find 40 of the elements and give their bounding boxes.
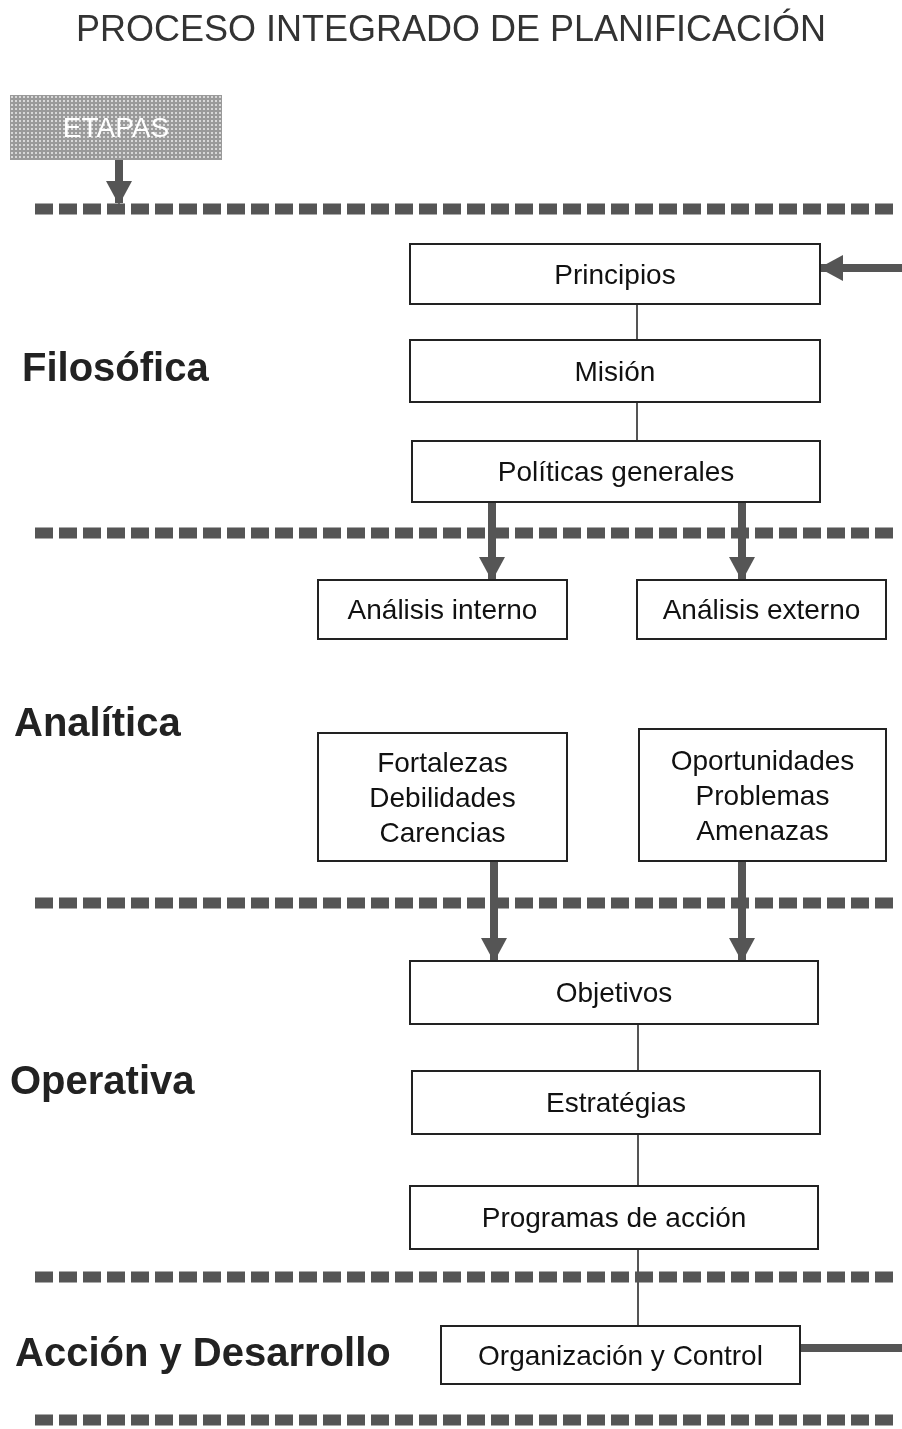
box-text: Fortalezas Debilidades Carencias <box>368 745 517 850</box>
arrow <box>729 862 755 962</box>
stage-header-box <box>10 95 222 160</box>
process-box <box>317 579 568 640</box>
box-text: Oportunidades Problemas Amenazas <box>669 743 856 848</box>
arrow <box>106 160 132 205</box>
process-box <box>409 1185 819 1250</box>
connector-line <box>637 1249 639 1326</box>
process-box <box>636 579 887 640</box>
arrow <box>479 503 505 581</box>
box-text: Estratégias <box>545 1086 687 1120</box>
box-text: Misión <box>574 354 656 389</box>
stage-label: Filosófica <box>22 345 209 390</box>
arrow <box>481 862 507 962</box>
process-box <box>317 732 568 862</box>
connector-line <box>801 1344 902 1352</box>
connector-line <box>637 1024 639 1071</box>
stage-label: Analítica <box>14 700 181 745</box>
stage-label: Operativa <box>10 1058 195 1103</box>
connector-line <box>637 1134 639 1186</box>
box-text: Análisis interno <box>347 593 538 627</box>
box-text: Programas de acción <box>481 1201 747 1235</box>
process-box <box>440 1325 801 1385</box>
process-box <box>409 339 821 403</box>
process-box <box>638 728 887 862</box>
box-text: Principios <box>554 257 676 292</box>
box-text: Análisis externo <box>662 593 861 627</box>
process-box <box>411 1070 821 1135</box>
box-text: ETAPAS <box>62 111 170 145</box>
box-text: Objetivos <box>555 976 673 1010</box>
process-box <box>409 243 821 305</box>
box-text: Políticas generales <box>497 455 735 489</box>
diagram-title: PROCESO INTEGRADO DE PLANIFICACIÓN <box>74 8 828 50</box>
arrow <box>729 503 755 581</box>
stage-label: Acción y Desarrollo <box>15 1330 391 1375</box>
process-box <box>409 960 819 1025</box>
connector-line <box>636 402 638 441</box>
process-box <box>411 440 821 503</box>
connector-line <box>636 304 638 340</box>
box-text: Organización y Control <box>478 1338 763 1373</box>
